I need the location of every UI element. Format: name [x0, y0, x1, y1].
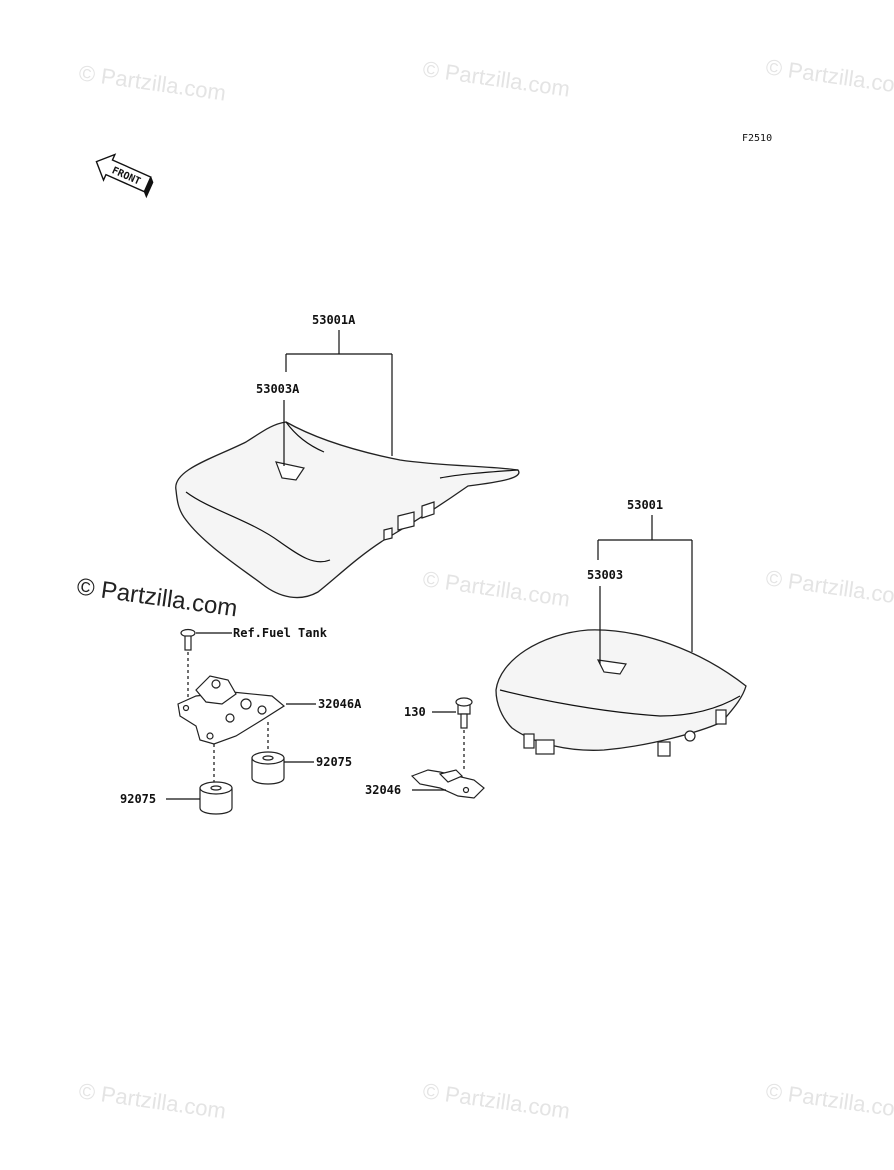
watermark: © Partzilla.com [421, 1078, 571, 1123]
label-53003: 53003 [587, 568, 623, 582]
label-130: 130 [404, 705, 426, 719]
watermark-grid: © Partzilla.com © Partzilla.com © Partzi… [77, 54, 894, 1123]
rubber-damper-upper [251, 751, 314, 785]
label-92075-upper: 92075 [316, 755, 352, 769]
watermark: © Partzilla.com [764, 1078, 894, 1123]
bolt-and-bracket [410, 697, 485, 799]
label-53003A: 53003A [256, 382, 300, 396]
watermark: © Partzilla.com [77, 1078, 227, 1123]
bracket-assembly [177, 628, 316, 782]
watermark: © Partzilla.com [421, 56, 571, 101]
label-92075-lower: 92075 [120, 792, 156, 806]
watermark: © Partzilla.com [421, 566, 571, 611]
partzilla-watermark: © Partzilla.com [75, 573, 239, 622]
label-32046: 32046 [365, 783, 401, 797]
figure-code: F2510 [742, 133, 772, 144]
label-ref-fuel-tank: Ref.Fuel Tank [233, 626, 328, 640]
label-53001: 53001 [627, 498, 663, 512]
rubber-damper-lower [166, 781, 233, 815]
watermark: © Partzilla.com [77, 60, 227, 105]
label-32046A: 32046A [318, 697, 362, 711]
rider-seat [175, 421, 520, 599]
front-arrow-icon: FRONT [95, 153, 154, 199]
watermark: © Partzilla.com [764, 565, 894, 610]
label-53001A: 53001A [312, 313, 356, 327]
passenger-seat [495, 629, 747, 757]
watermark: © Partzilla.com [764, 54, 894, 99]
